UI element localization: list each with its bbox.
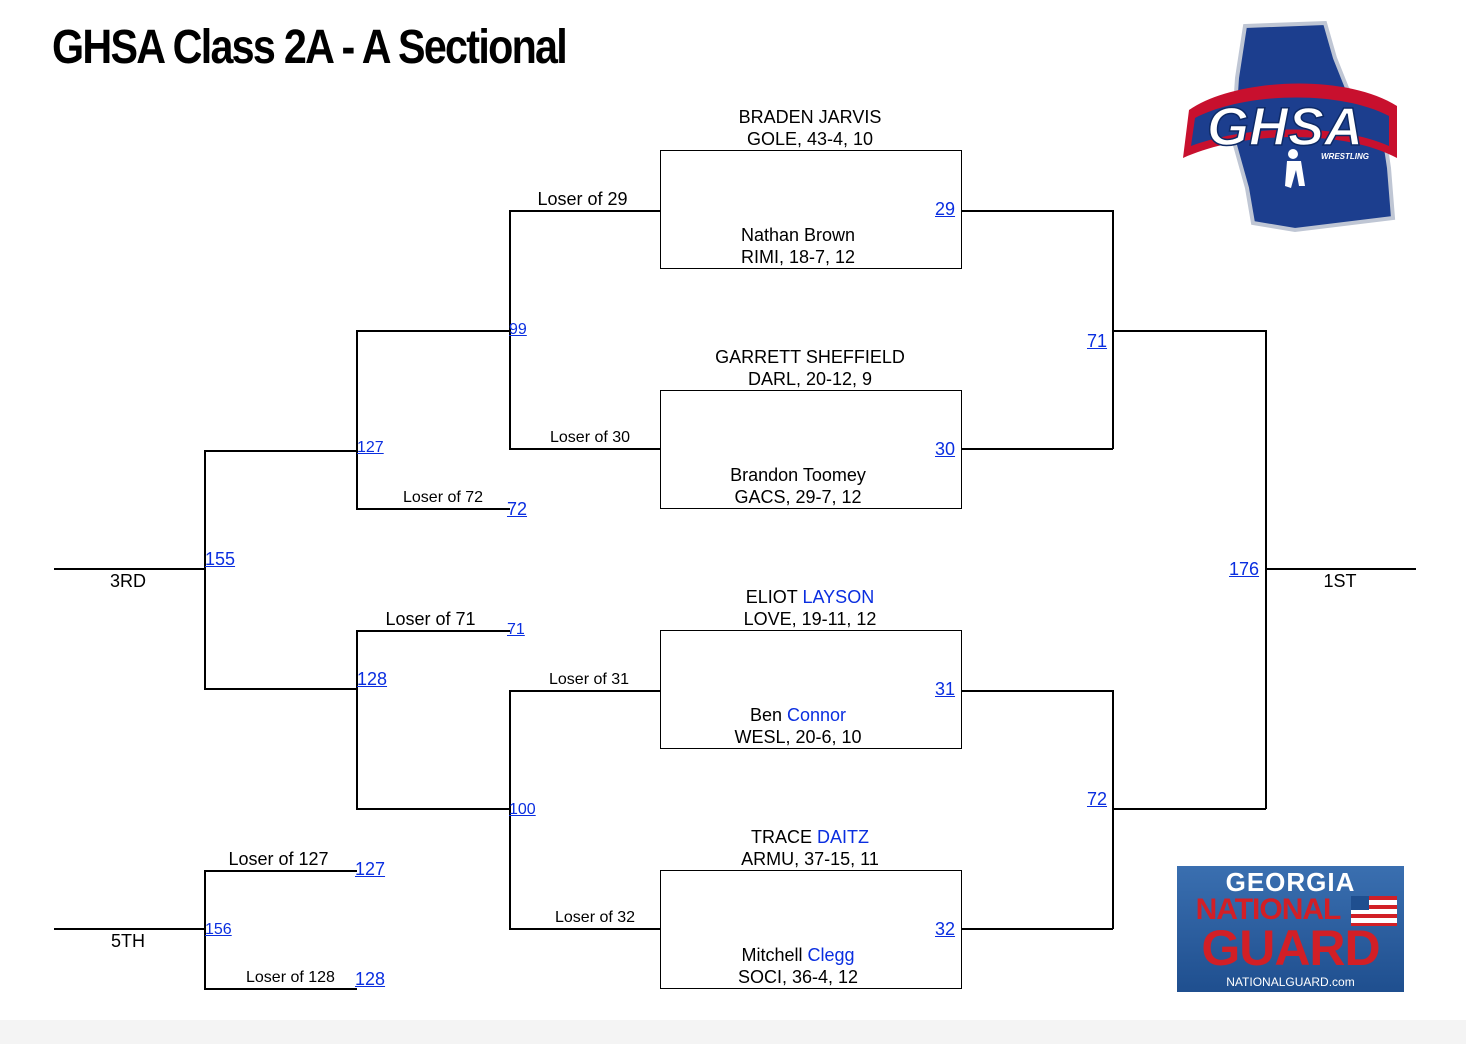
- ghsa-logo-text: GHSA: [1207, 97, 1363, 157]
- ghsa-logo-subtext: WRESTLING: [1321, 152, 1369, 161]
- line-29-out: [961, 210, 1113, 212]
- loser-of-31-label: Loser of 31: [549, 671, 630, 688]
- guard-logo-national: NATIONAL: [1195, 893, 1342, 926]
- loser-of-127-label: Loser of 127: [228, 849, 329, 869]
- line-156-join: [204, 870, 206, 989]
- line-127-join: [356, 330, 358, 509]
- match-99-link[interactable]: 99: [509, 321, 527, 338]
- ghsa-logo: GHSA WRESTLING: [1175, 18, 1405, 238]
- line-71-join: [1112, 210, 1114, 449]
- wrestler-5-name: ELIOT LAYSON: [745, 587, 875, 607]
- national-guard-logo: GEORGIA NATIONAL GUARD NATIONALGUARD.com: [1177, 866, 1404, 992]
- match-29-link[interactable]: 29: [935, 199, 956, 219]
- match-156-link[interactable]: 156: [205, 921, 232, 938]
- line-100-out: [356, 808, 510, 810]
- loser-of-29-label: Loser of 29: [537, 189, 628, 209]
- wrestler-3-info: DARL, 20-12, 9: [747, 369, 873, 389]
- wrestler-7-lastname-link[interactable]: DAITZ: [817, 827, 870, 847]
- line-128-join: [356, 630, 358, 809]
- match-box-30: [660, 390, 962, 509]
- wrestler-4-name: Brandon Toomey: [730, 465, 866, 485]
- match-127-link[interactable]: 127: [357, 439, 384, 456]
- match-176-link[interactable]: 176: [1229, 559, 1260, 579]
- match-box-32: [660, 870, 962, 989]
- guard-logo-georgia: GEORGIA: [1225, 867, 1356, 897]
- line-127-out: [204, 450, 357, 452]
- footer-band: [0, 1020, 1466, 1044]
- line-99-join: [509, 210, 511, 449]
- flag-icon: [1351, 896, 1397, 926]
- ghsa-logo-graphic: GHSA WRESTLING: [1183, 20, 1397, 233]
- match-30-link[interactable]: 30: [935, 439, 956, 459]
- match-100-link[interactable]: 100: [509, 801, 536, 818]
- line-32-out: [961, 928, 1113, 930]
- line-loser-71: [356, 630, 510, 632]
- line-31-out: [961, 690, 1113, 692]
- match-box-29: [660, 150, 962, 269]
- loser-72-link[interactable]: 72: [507, 499, 528, 519]
- line-30-out: [961, 448, 1113, 450]
- guard-logo-guard: GUARD: [1201, 920, 1380, 976]
- guard-logo-url: NATIONALGUARD.com: [1226, 975, 1355, 989]
- match-72-link[interactable]: 72: [1087, 789, 1108, 809]
- loser-71-link[interactable]: 71: [507, 621, 525, 638]
- line-loser-72: [356, 508, 510, 510]
- match-32-link[interactable]: 32: [935, 919, 956, 939]
- line-loser-32: [509, 928, 661, 930]
- line-100-join: [509, 690, 511, 929]
- loser-of-71-label: Loser of 71: [385, 609, 476, 629]
- line-72-join: [1112, 690, 1114, 929]
- wrestler-2-info: RIMI, 18-7, 12: [740, 247, 856, 267]
- line-155-join: [204, 450, 206, 689]
- fifth-place-label: 5TH: [110, 931, 145, 951]
- line-72-out: [1112, 808, 1266, 810]
- first-place-label: 1ST: [1323, 571, 1357, 591]
- line-128-out: [204, 688, 357, 690]
- line-loser-30: [509, 448, 661, 450]
- line-1st: [1265, 568, 1416, 570]
- third-place-label: 3RD: [109, 571, 146, 591]
- loser-of-128-label: Loser of 128: [246, 969, 335, 986]
- line-loser-31: [509, 690, 661, 692]
- wrestler-2-name: Nathan Brown: [740, 225, 856, 245]
- wrestler-6-info: WESL, 20-6, 10: [734, 727, 862, 747]
- loser-of-30-label: Loser of 30: [550, 429, 631, 446]
- wrestler-7-name: TRACE DAITZ: [750, 827, 870, 847]
- wrestler-6-name: Ben Connor: [749, 705, 847, 725]
- line-loser-127: [204, 870, 357, 872]
- wrestler-3-name: GARRETT SHEFFIELD: [715, 347, 905, 367]
- line-176-join: [1265, 330, 1267, 809]
- loser-128-link[interactable]: 128: [355, 969, 386, 989]
- line-loser-29: [509, 210, 661, 212]
- line-99-out: [356, 330, 510, 332]
- match-31-link[interactable]: 31: [935, 679, 956, 699]
- loser-of-72-label: Loser of 72: [403, 489, 484, 506]
- line-loser-128: [204, 988, 357, 990]
- wrestler-5-lastname-link[interactable]: LAYSON: [802, 587, 875, 607]
- wrestler-8-name: Mitchell Clegg: [741, 945, 855, 965]
- match-71-link[interactable]: 71: [1087, 331, 1108, 351]
- page-title: GHSA Class 2A - A Sectional: [52, 21, 568, 74]
- wrestler-7-info: ARMU, 37-15, 11: [741, 849, 879, 869]
- match-155-link[interactable]: 155: [205, 549, 236, 569]
- wrestler-8-info: SOCI, 36-4, 12: [737, 967, 859, 987]
- loser-127-link[interactable]: 127: [355, 859, 386, 879]
- wrestler-6-lastname-link[interactable]: Connor: [787, 705, 847, 725]
- wrestler-1-name: BRADEN JARVIS: [738, 107, 882, 127]
- wrestler-5-info: LOVE, 19-11, 12: [743, 609, 877, 629]
- wrestler-8-lastname-link[interactable]: Clegg: [807, 945, 855, 965]
- wrestler-4-info: GACS, 29-7, 12: [734, 487, 862, 507]
- loser-of-32-label: Loser of 32: [555, 909, 636, 926]
- wrestler-1-info: GOLE, 43-4, 10: [746, 129, 874, 149]
- match-128-link[interactable]: 128: [357, 669, 388, 689]
- line-71-out: [1112, 330, 1266, 332]
- match-box-31: [660, 630, 962, 749]
- wrestler-figure-icon: [1285, 149, 1305, 188]
- line-3rd: [54, 568, 205, 570]
- line-5th: [54, 928, 205, 930]
